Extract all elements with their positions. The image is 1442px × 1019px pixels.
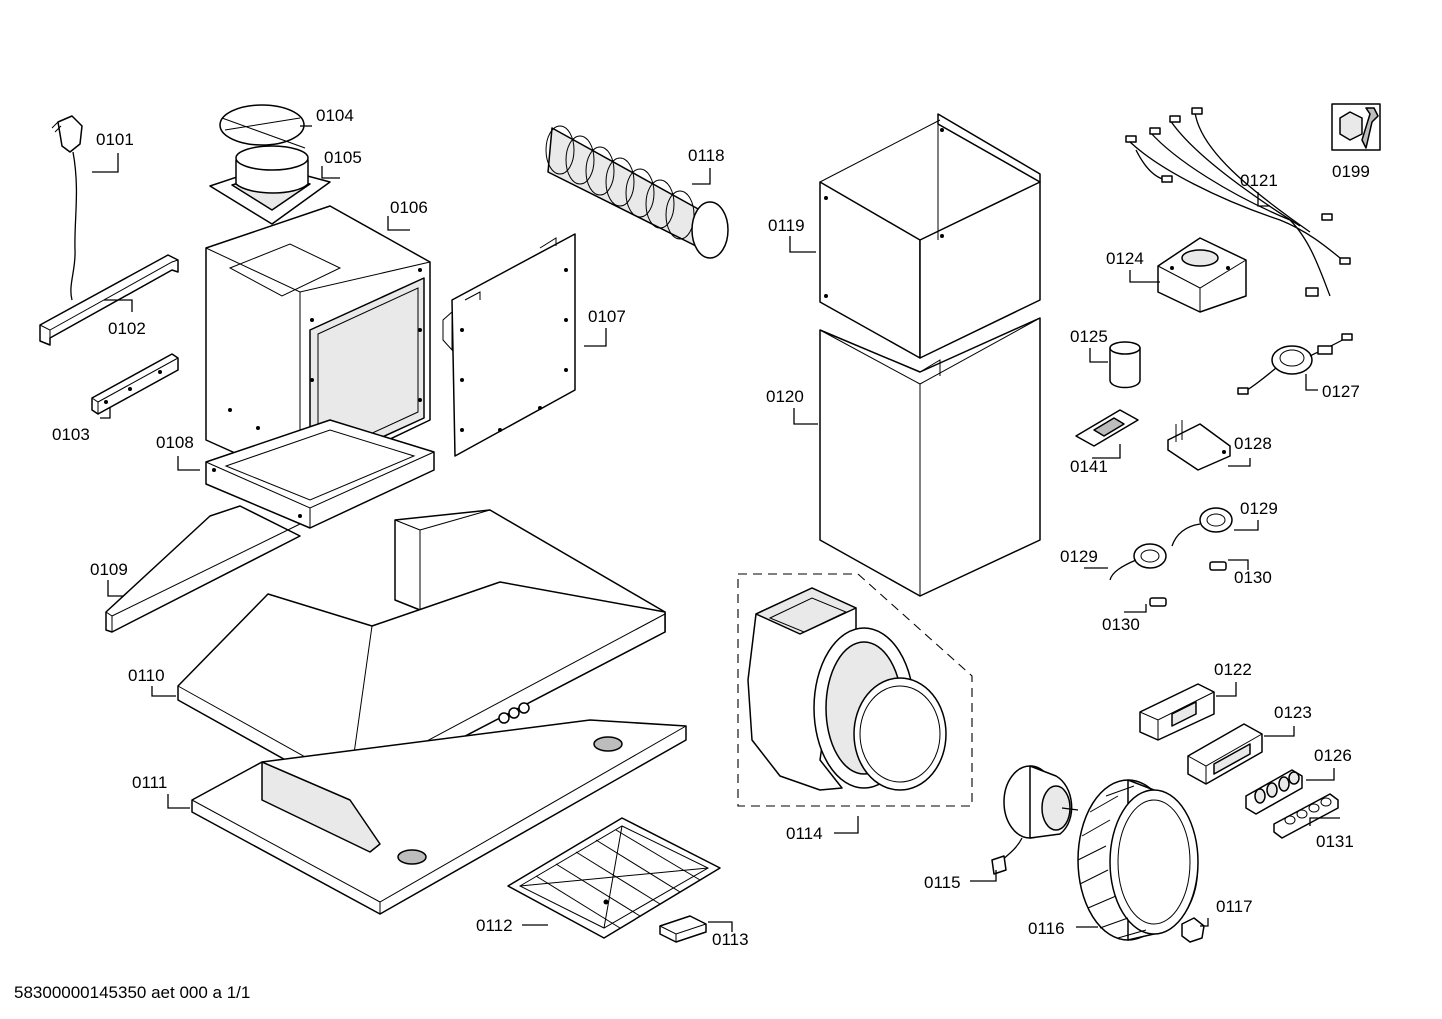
label-0111: 0111 — [132, 773, 167, 792]
part-0127-switch-motor[interactable] — [1237, 333, 1353, 395]
part-0121-wiring-harness[interactable] — [1125, 107, 1351, 297]
label-0114: 0114 — [786, 824, 823, 843]
label-0122: 0122 — [1214, 660, 1252, 679]
part-0122-panel-holder[interactable] — [1139, 683, 1215, 741]
part-0107-side-panel[interactable] — [442, 233, 576, 457]
label-0107: 0107 — [588, 307, 626, 326]
label-0118: 0118 — [688, 146, 725, 165]
part-0104-damper-flap[interactable] — [219, 104, 306, 149]
label-0110: 0110 — [128, 666, 165, 685]
label-0121: 0121 — [1240, 171, 1278, 190]
label-0115: 0115 — [924, 873, 961, 892]
label-0101: 0101 — [96, 130, 134, 149]
part-0118-flexible-duct[interactable] — [545, 125, 729, 259]
part-0105-connection-spigot[interactable] — [209, 145, 331, 225]
label-0130-b: 0130 — [1102, 615, 1140, 634]
part-0131-button-cover[interactable] — [1273, 793, 1339, 839]
control-buttons — [498, 702, 530, 724]
label-0116: 0116 — [1028, 919, 1065, 938]
part-0120-lower-chimney[interactable] — [819, 317, 1041, 597]
label-0124: 0124 — [1106, 249, 1144, 268]
label-0117: 0117 — [1216, 897, 1253, 916]
part-0199-service-tool[interactable] — [1331, 103, 1381, 151]
label-0109: 0109 — [90, 560, 128, 579]
part-0114-blower-housing[interactable] — [737, 573, 973, 807]
label-0129-a: 0129 — [1240, 499, 1278, 518]
label-0129-b: 0129 — [1060, 547, 1098, 566]
label-0105: 0105 — [324, 148, 362, 167]
label-0102: 0102 — [108, 319, 146, 338]
part-0141-pcb-bracket[interactable] — [1075, 409, 1139, 447]
part-0117-fan-nut[interactable] — [1181, 917, 1205, 943]
part-0130-bulb-a[interactable] — [1209, 561, 1227, 571]
label-0127: 0127 — [1322, 382, 1360, 401]
part-0112-grease-filter[interactable] — [507, 817, 721, 939]
part-0130-bulb-b[interactable] — [1149, 597, 1167, 607]
wrench-icon — [1361, 107, 1379, 149]
part-0101-power-cord[interactable] — [51, 115, 83, 301]
part-0115-motor[interactable] — [991, 765, 1079, 875]
label-0123: 0123 — [1274, 703, 1312, 722]
label-0119: 0119 — [768, 216, 805, 235]
label-0141: 0141 — [1070, 457, 1108, 476]
part-0119-upper-chimney[interactable] — [819, 113, 1041, 359]
part-0113-filter-handle[interactable] — [659, 915, 707, 943]
part-0125-capacitor[interactable] — [1109, 341, 1141, 389]
part-0129-halogen-lamp-b[interactable] — [1109, 543, 1167, 581]
label-0108: 0108 — [156, 433, 194, 452]
part-0109-filter-profile[interactable] — [105, 505, 301, 633]
label-0104: 0104 — [316, 106, 354, 125]
label-0120: 0120 — [766, 387, 804, 406]
part-0108-support-frame[interactable] — [205, 419, 435, 529]
part-0126-button-set[interactable] — [1245, 769, 1303, 815]
label-0131: 0131 — [1316, 832, 1354, 851]
label-0125: 0125 — [1070, 327, 1108, 346]
nut-icon — [1339, 111, 1363, 141]
drawing-reference-code: 58300000145350 aet 000 a 1/1 — [14, 983, 250, 1002]
part-0129-halogen-lamp-a[interactable] — [1171, 507, 1233, 547]
label-0103: 0103 — [52, 425, 90, 444]
part-labels: 0101 0102 0103 0104 0105 0106 0107 0108 … — [52, 106, 1370, 949]
part-0124-control-unit[interactable] — [1157, 237, 1247, 313]
label-0128: 0128 — [1234, 434, 1272, 453]
part-0111-base-plate[interactable] — [191, 719, 687, 915]
part-0123-switch-housing[interactable] — [1187, 723, 1263, 785]
label-0112: 0112 — [476, 916, 513, 935]
leader-lines — [92, 125, 1340, 932]
label-0126: 0126 — [1314, 746, 1352, 765]
label-0199: 0199 — [1332, 162, 1370, 181]
part-0103-small-bracket[interactable] — [91, 353, 179, 415]
part-0116-fan-wheel[interactable] — [1077, 779, 1199, 941]
label-0106: 0106 — [390, 198, 428, 217]
label-0130-a: 0130 — [1234, 568, 1272, 587]
label-0113: 0113 — [712, 930, 749, 949]
part-0128-switch-bracket[interactable] — [1167, 420, 1231, 471]
